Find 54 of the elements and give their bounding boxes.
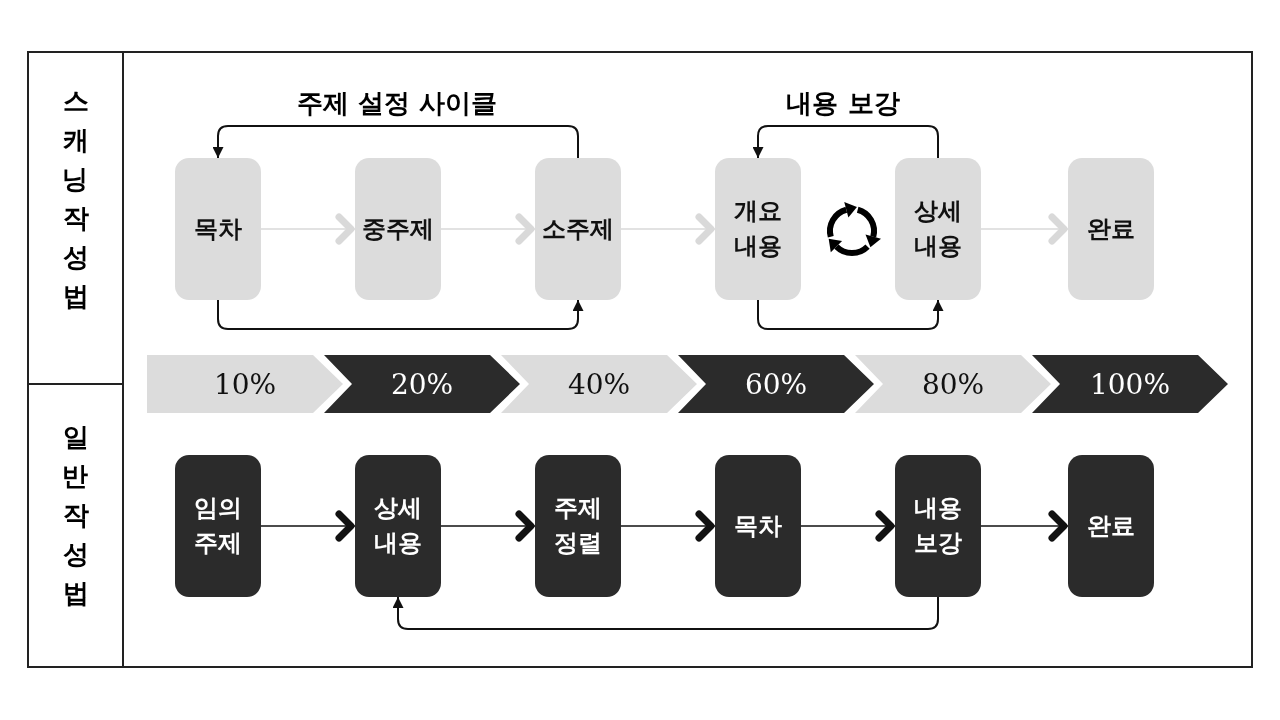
step-box	[715, 158, 801, 300]
step-box	[355, 158, 441, 300]
step-box	[895, 158, 981, 300]
step-box	[535, 455, 621, 597]
cycle-label: 내용 보강	[786, 87, 900, 120]
step-label: 소주제	[542, 212, 614, 245]
percent-label: 20%	[390, 367, 454, 401]
row-header: 일반 작성법	[62, 421, 90, 610]
step-box	[175, 455, 261, 597]
step-box	[355, 455, 441, 597]
chevron-arrow	[620, 510, 716, 542]
percent-step-band	[1032, 355, 1228, 413]
percent-step-band	[855, 355, 1051, 413]
percent-label: 60%	[744, 367, 808, 401]
step-label: 완료	[1087, 212, 1135, 245]
step-label: 상세 내용	[373, 492, 423, 559]
loop-arrow	[217, 299, 584, 330]
chevron-arrow	[440, 213, 536, 245]
step-box	[535, 158, 621, 300]
chevron-arrow	[260, 213, 356, 245]
step-label: 목차	[194, 212, 242, 245]
chevron-arrow	[260, 510, 356, 542]
chevron-arrow	[980, 213, 1069, 245]
loop-arrow	[392, 596, 939, 630]
percent-step-band	[324, 355, 520, 413]
step-label: 완료	[1087, 509, 1135, 542]
percent-label: 100%	[1089, 367, 1171, 401]
step-box	[175, 158, 261, 300]
percent-label: 80%	[921, 367, 985, 401]
chevron-arrow	[800, 510, 896, 542]
percent-step-band	[147, 355, 343, 413]
cycle-label: 주제 설정 사이클	[296, 87, 498, 120]
step-label: 주제 정렬	[553, 492, 603, 559]
row-header: 스캐닝 작성법	[62, 85, 90, 313]
step-box	[1068, 455, 1154, 597]
percent-label: 10%	[213, 367, 277, 401]
percent-label: 40%	[567, 367, 631, 401]
loop-arrow	[212, 125, 579, 159]
step-label: 내용 보강	[913, 492, 963, 559]
chevron-arrow	[980, 510, 1069, 542]
chevron-arrow	[440, 510, 536, 542]
loop-arrow	[752, 125, 939, 159]
step-label: 목차	[734, 509, 782, 542]
percent-step-band	[678, 355, 874, 413]
step-label: 상세 내용	[913, 195, 963, 262]
loop-arrow	[757, 299, 944, 330]
step-label: 중주제	[362, 212, 434, 245]
step-label: 개요 내용	[733, 195, 783, 262]
percent-step-band	[501, 355, 697, 413]
step-box	[715, 455, 801, 597]
step-box	[895, 455, 981, 597]
step-box	[1068, 158, 1154, 300]
chevron-arrow	[620, 213, 716, 245]
step-label: 임의 주제	[193, 492, 243, 559]
